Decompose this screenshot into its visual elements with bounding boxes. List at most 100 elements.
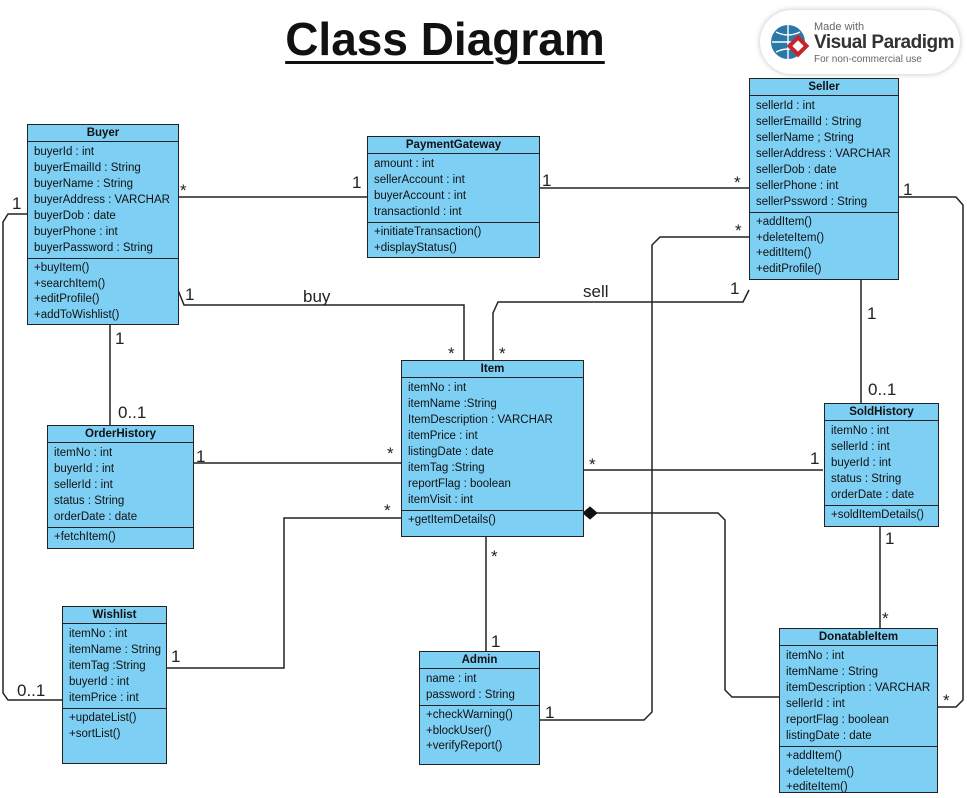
mult-sold-donate: 1 xyxy=(885,529,895,548)
operation: +deleteItem() xyxy=(756,231,825,244)
operation: +editProfile() xyxy=(34,293,100,305)
label-buy: buy xyxy=(303,287,331,306)
operations-compartment: +addItem()+deleteItem()+editeItem() xyxy=(780,746,937,798)
attribute: orderDate : date xyxy=(831,489,915,501)
mult-order-buyer: 0..1 xyxy=(118,403,147,422)
mult-seller-admin: * xyxy=(735,221,742,240)
attribute: buyerId : int xyxy=(34,146,95,158)
attributes-compartment: itemNo : int sellerId : int buyerId : int s… xyxy=(825,421,938,505)
class-buyer[interactable]: Buyer buyerId : int buyerEmailId : String b… xyxy=(27,124,179,325)
mult-donate-seller: * xyxy=(943,691,950,710)
operation: +verifyReport() xyxy=(426,740,503,752)
operation: +addItem() xyxy=(786,750,842,762)
operation: +sortList() xyxy=(69,727,121,740)
attribute: itemPrice : int xyxy=(408,430,478,442)
mult-buy-buyer: 1 xyxy=(185,285,195,304)
operation: +editItem() xyxy=(756,247,812,259)
operation: +displayStatus() xyxy=(374,241,457,254)
watermark-line-1: Made with xyxy=(814,21,865,33)
assoc-admin-seller xyxy=(540,236,749,721)
operations-compartment: +fetchItem() xyxy=(48,527,193,548)
operation: +checkWarning() xyxy=(426,709,513,721)
operation: +buyItem() xyxy=(34,262,90,274)
attribute: sellerPssword : String xyxy=(756,196,868,208)
operations-compartment: +buyItem()+searchItem()+editProfile()+ad… xyxy=(28,258,178,325)
watermark-badge: Made with Visual Paradigm For non-commer… xyxy=(760,10,960,74)
mult-item-admin: * xyxy=(491,547,498,566)
mult-item-order: * xyxy=(387,444,394,463)
attribute: reportFlag : boolean xyxy=(786,714,889,726)
attribute: name : int xyxy=(426,673,477,685)
class-name: DonatableItem xyxy=(780,629,937,646)
attribute: reportFlag : boolean xyxy=(408,478,511,490)
label-sell: sell xyxy=(583,282,609,301)
attribute: status : String xyxy=(831,473,902,485)
attribute: buyerAccount : int xyxy=(374,190,467,202)
attribute: password : String xyxy=(426,689,515,701)
operation: +editProfile() xyxy=(756,262,822,275)
operation: +getItemDetails() xyxy=(408,514,496,526)
attribute: itemTag :String xyxy=(69,660,146,672)
visual-paradigm-logo-icon xyxy=(771,25,810,59)
attribute: buyerEmailId : String xyxy=(34,162,141,174)
class-name: Buyer xyxy=(28,125,178,142)
mult-sold-seller: 0..1 xyxy=(868,380,897,399)
mult-admin-seller: 1 xyxy=(545,703,555,722)
attribute: buyerAddress : VARCHAR xyxy=(34,194,170,206)
mult-seller-donate: 1 xyxy=(903,180,913,199)
operation: +addToWishlist() xyxy=(34,308,120,321)
operations-compartment: +updateList()+sortList() xyxy=(63,708,166,744)
attribute: itemVisit : int xyxy=(408,494,473,506)
mult-sell-item: * xyxy=(499,344,506,363)
attribute: itemPrice : int xyxy=(69,692,139,704)
mult-wish-buyer: 0..1 xyxy=(17,681,46,700)
attribute: itemName : String xyxy=(786,666,879,678)
attribute: listingDate : date xyxy=(408,446,494,458)
operation: +soldItemDetails() xyxy=(831,509,924,521)
attribute: buyerDob : date xyxy=(34,210,116,222)
assoc-buyer-item-buy xyxy=(177,289,465,361)
attribute: itemTag :String xyxy=(408,462,485,474)
attribute: amount : int xyxy=(374,158,435,170)
attribute: transactionId : int xyxy=(374,206,462,218)
attribute: itemNo : int xyxy=(831,425,890,437)
attribute: status : String xyxy=(54,495,125,507)
attribute: sellerAccount : int xyxy=(374,174,465,186)
mult-sold-item: 1 xyxy=(810,449,820,468)
class-name: Seller xyxy=(750,79,898,96)
attribute: itemDescription : VARCHAR xyxy=(786,682,931,694)
attribute: buyerPhone : int xyxy=(34,226,118,238)
attribute: itemNo : int xyxy=(54,447,113,459)
operation: +addItem() xyxy=(756,216,812,228)
operations-compartment: +checkWarning()+blockUser()+verifyReport… xyxy=(420,705,539,757)
operation: +initiateTransaction() xyxy=(374,226,482,238)
attribute: buyerId : int xyxy=(831,457,892,469)
mult-order-item: 1 xyxy=(196,447,206,466)
class-name: Item xyxy=(402,361,583,378)
class-name: PaymentGateway xyxy=(368,137,539,154)
watermark-line-2: Visual Paradigm xyxy=(814,32,955,53)
attributes-compartment: amount : int sellerAccount : int buyerAcco… xyxy=(368,154,539,222)
attributes-compartment: name : int password : String xyxy=(420,669,539,705)
class-payment-gateway[interactable]: PaymentGateway amount : int sellerAccount … xyxy=(367,136,540,258)
mult-buyer-wish: 1 xyxy=(12,194,22,213)
attribute: sellerId : int xyxy=(831,441,890,453)
operations-compartment: +getItemDetails() xyxy=(402,510,583,531)
mult-buy-item: * xyxy=(448,344,455,363)
mult-pg-seller: 1 xyxy=(542,171,552,190)
assoc-seller-donatableitem xyxy=(898,196,964,708)
mult-sell-seller: 1 xyxy=(730,279,740,298)
